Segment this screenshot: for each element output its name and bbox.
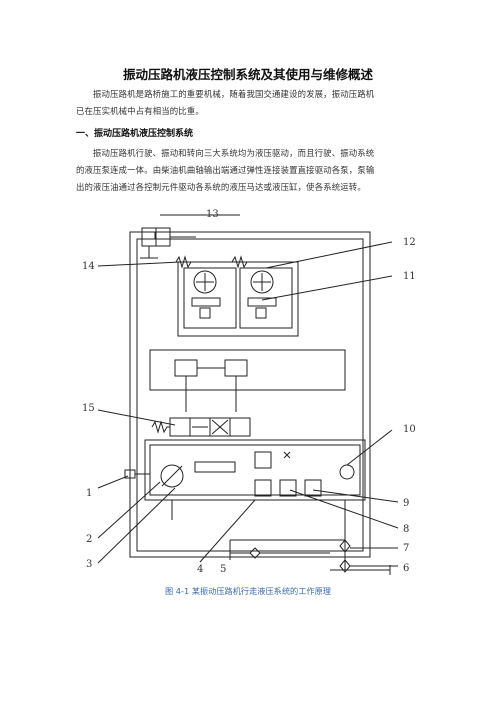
callout-11: 11 [403,271,416,282]
callout-2: 2 [86,534,92,545]
callout-6: 6 [403,563,409,574]
document-title: 振动压路机液压控制系统及其使用与维修概述 [122,67,373,82]
callout-1: 1 [86,488,92,499]
callout-7: 7 [403,543,409,554]
callout-13: 13 [206,209,219,220]
body-paragraph: 振动压路机行驶、振动和转向三大系统均为液压驱动，而且行驶、振动系统 的液压泵连成… [76,145,424,196]
callout-15: 15 [82,403,95,414]
callout-12: 12 [403,237,416,248]
body-line-1: 振动压路机行驶、振动和转向三大系统均为液压驱动，而且行驶、振动系统 [93,148,375,158]
callout-14: 14 [82,261,95,272]
figure-caption: 图 4-1 某振动压路机行走液压系统的工作原理 [165,586,331,596]
intro-line-2: 已在压实机械中占有相当的比重。 [76,106,204,116]
callout-9: 9 [403,498,409,509]
intro-line-1: 振动压路机是路桥施工的重要机械，随着我国交通建设的发展，振动压路机 [93,89,375,99]
body-line-2: 的液压泵连成一体。由柴油机曲轴输出端通过弹性连接装置直接驱动各泵，泵输 [76,165,375,175]
callout-10: 10 [403,424,416,435]
section-heading: 一、振动压路机液压控制系统 [76,129,194,139]
body-line-3: 出的液压油通过各控制元件驱动各系统的液压马达或液压缸，使各系统运转。 [76,182,366,192]
callout-8: 8 [403,524,409,535]
callout-5: 5 [220,564,226,575]
callout-4: 4 [197,564,203,575]
intro-paragraph: 振动压路机是路桥施工的重要机械，随着我国交通建设的发展，振动压路机 已在压实机械… [76,86,424,120]
callout-3: 3 [86,559,92,570]
